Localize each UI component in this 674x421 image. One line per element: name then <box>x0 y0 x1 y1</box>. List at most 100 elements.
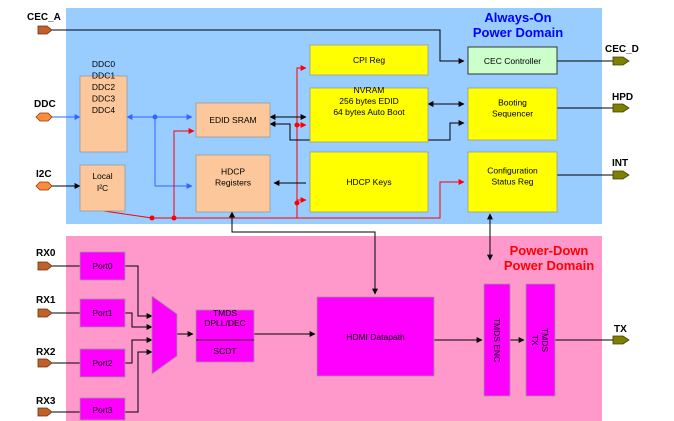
ddc-block-label-line: DDC0 <box>92 59 115 69</box>
config-status-block <box>467 151 558 213</box>
port3-label-line: Port3 <box>92 405 113 415</box>
hdcp-keys-block <box>309 151 429 213</box>
hdmi-datapath-label-line: HDMI Datapath <box>346 332 405 342</box>
pin-ddc-label: DDC <box>34 99 56 110</box>
port2-label-line: Port2 <box>92 358 113 368</box>
tmds-tx-label-line: TMDS <box>540 328 550 352</box>
ddc-block-label-line: DDC4 <box>92 105 115 115</box>
nvram-label-line: 256 bytes EDID <box>339 96 399 106</box>
always-on-domain-title-line: Always-On <box>484 10 551 25</box>
cec-controller-block <box>467 46 558 75</box>
power-down-domain-title-line: Power-Down <box>510 243 589 258</box>
local-i2c-label-line: I²C <box>97 183 108 193</box>
tmds-dpll-label-line: DPLL/DEC <box>204 318 246 328</box>
ddc-block-label-line: DDC2 <box>92 82 115 92</box>
always-on-domain-title-line: Power Domain <box>473 25 563 40</box>
pin-i2c-label: I2C <box>36 169 52 180</box>
port2-label: Port2 <box>92 358 113 368</box>
tmds-enc-block <box>483 283 511 397</box>
pin-rx1-label: RX1 <box>36 295 56 306</box>
junction-red-1 <box>149 215 155 221</box>
hdmi-datapath-block <box>316 296 435 377</box>
port2-block <box>79 348 126 378</box>
cec-controller-label: CEC Controller <box>484 56 541 66</box>
port1-block <box>79 298 126 328</box>
port1-label: Port1 <box>92 308 113 318</box>
nvram-block <box>309 87 429 143</box>
wire-hdcp-to-datapath <box>229 211 378 295</box>
hdcp-keys-label-line: HDCP Keys <box>346 177 391 187</box>
wire-port3-mux <box>125 349 153 413</box>
port1-label-line: Port1 <box>92 308 113 318</box>
edid-sram-block <box>195 102 271 138</box>
pin-rx0-icon <box>37 261 53 271</box>
junction-red-2 <box>171 215 177 221</box>
pin-int-icon <box>612 170 630 180</box>
port0-label-line: Port0 <box>92 261 113 271</box>
booting-sequencer-label-line: Sequencer <box>492 109 533 119</box>
pin-int-label: INT <box>612 158 628 169</box>
hdcp-keys-label: HDCP Keys <box>346 177 391 187</box>
pin-hpd-icon <box>612 103 630 113</box>
junction-red-4 <box>294 122 300 128</box>
pin-cec-a-label: CEC_A <box>27 12 61 23</box>
edid-sram-label: EDID SRAM <box>209 115 256 125</box>
pin-tx-label: TX <box>614 324 627 335</box>
wire-cec-a <box>52 29 465 64</box>
tmds-dpll-label-line: TMDS <box>213 308 237 318</box>
pin-rx3-icon <box>37 407 53 417</box>
junction-red-3 <box>294 200 300 206</box>
cec-controller-label-line: CEC Controller <box>484 56 541 66</box>
hdcp-registers-label-line: Registers <box>215 178 251 188</box>
port0-label: Port0 <box>92 261 113 271</box>
ddc-block-label-line: DDC3 <box>92 94 115 104</box>
booting-sequencer-block <box>467 87 558 141</box>
pin-tx-icon <box>612 335 630 345</box>
local-i2c-label-line: Local <box>92 171 112 181</box>
hdcp-registers-block <box>195 154 271 213</box>
pin-cec-d-icon <box>612 56 630 66</box>
config-status-label-line: Status Reg <box>491 177 533 187</box>
wire-ddc-to-hdcp <box>154 117 193 189</box>
pin-hpd-label: HPD <box>612 92 633 103</box>
junction-blue <box>152 114 158 120</box>
local-i2c-block <box>79 164 126 212</box>
nvram-label-line: NVRAM <box>354 85 385 95</box>
wire-port2-mux <box>125 337 153 364</box>
hdcp-registers-label-line: HDCP <box>221 167 245 177</box>
booting-sequencer-label-line: Booting <box>498 98 527 108</box>
power-down-domain-title-line: Power Domain <box>504 258 594 273</box>
port0-block <box>79 251 126 281</box>
hdmi-datapath-label: HDMI Datapath <box>346 332 405 342</box>
tmds-dpll-block <box>195 309 255 363</box>
tmds-tx-label-line: TX <box>530 335 540 346</box>
scdt-label: SCDT <box>213 346 236 356</box>
pin-i2c-icon <box>35 181 53 191</box>
scdt-label-line: SCDT <box>213 346 236 356</box>
edid-sram-label-line: EDID SRAM <box>209 115 256 125</box>
pin-rx2-icon <box>37 358 53 368</box>
pin-rx1-icon <box>37 308 53 318</box>
cpi-reg-label-line: CPI Reg <box>353 55 385 65</box>
pin-rx3-label: RX3 <box>36 396 56 407</box>
nvram-label-line: 64 bytes Auto Boot <box>333 107 405 117</box>
pin-cec-d-label: CEC_D <box>605 44 639 55</box>
tmds-tx-label: TMDSTX <box>530 328 550 352</box>
ddc-block-label-line: DDC1 <box>92 71 115 81</box>
port3-block <box>79 397 126 421</box>
wire-port1-mux <box>125 312 153 330</box>
config-status-label-line: Configuration <box>487 166 538 176</box>
input-mux <box>151 295 178 375</box>
pin-ddc-icon <box>35 112 53 122</box>
tmds-enc-label: TMDS ENC <box>492 318 502 362</box>
cpi-reg-label: CPI Reg <box>353 55 385 65</box>
